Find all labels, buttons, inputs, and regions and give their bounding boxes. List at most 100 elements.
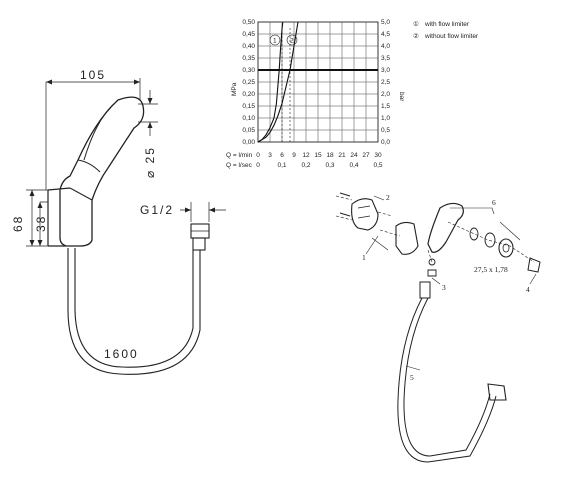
x-tick-lsec: 0,2 (301, 162, 310, 169)
handset-outline (59, 96, 145, 247)
y-tick-right: 2,0 (381, 91, 390, 98)
y-tick-right: 0,5 (381, 127, 390, 134)
y-tick-right: 4,5 (381, 31, 390, 38)
holder (395, 221, 419, 255)
hose-connector-top (419, 281, 431, 299)
x-tick-lmin: 21 (338, 152, 346, 159)
hose-ferrule (192, 237, 206, 251)
handset-inner-line (83, 103, 115, 161)
chart-legend: ① with flow limiter ② without flow limit… (413, 20, 479, 40)
part-label-5: 5 (410, 373, 414, 382)
y-tick-right: 4,0 (381, 43, 390, 50)
leader-lines (365, 195, 537, 371)
legend-marker-2: ② (413, 32, 419, 40)
part-label-4: 4 (526, 285, 530, 294)
x-tick-lsec: 0,3 (325, 162, 334, 169)
dim-105-label: 105 (80, 68, 106, 82)
y-tick-left: 0,35 (242, 55, 255, 62)
x-tick-lmin: 18 (326, 152, 334, 159)
screws (339, 192, 351, 217)
y-tick-left: 0,00 (242, 139, 255, 146)
hose-part-inner (403, 297, 491, 457)
y-label-left: MPa (231, 82, 238, 96)
flow-limiter (527, 257, 541, 273)
wall-holder-outline (47, 187, 71, 247)
x-tick-lsec: 0,4 (349, 162, 358, 169)
handset-part (427, 202, 464, 253)
hose-outer (67, 248, 201, 375)
x-ticks-lmin: 0 3 6 9 12 15 18 21 24 27 30 (256, 152, 382, 159)
hose-inner (74, 248, 194, 368)
y-tick-left: 0,45 (242, 31, 255, 38)
handset-joint-line (69, 159, 101, 201)
y-tick-right: 0,0 (381, 139, 390, 146)
oring-size-label: 27,5 x 1,78 (474, 265, 508, 274)
flow-chart: 0,500,450,400,350,300,250,200,150,100,05… (226, 19, 479, 169)
legend-label-2: without flow limiter (424, 33, 479, 40)
x-tick-lmin: 24 (350, 152, 358, 159)
y-tick-left: 0,20 (242, 91, 255, 98)
series-1-marker-circle (269, 34, 281, 46)
y-tick-right: 2,5 (381, 79, 390, 86)
x-tick-lmin: 0 (256, 152, 260, 159)
legend-marker-1: ① (413, 20, 419, 28)
dim-g12-lines (180, 202, 226, 222)
x-tick-lmin: 12 (302, 152, 310, 159)
x-tick-lsec: 0 (256, 162, 260, 169)
x-label-lsec: Q = l/sec (226, 162, 253, 169)
chart-grid (257, 21, 379, 143)
y-tick-left: 0,25 (242, 79, 255, 86)
y-ticks-left: 0,50 0,45 0,40 0,35 0,30 0,25 0,20 0,15 0,10 0,05… (242, 19, 255, 146)
dim-1600-label: 1600 (104, 347, 139, 361)
y-tick-left: 0,50 (242, 19, 255, 26)
dim-25-label: ⌀ 25 (143, 146, 157, 178)
dim-105-lines (45, 78, 141, 190)
x-tick-lmin: 6 (280, 152, 284, 159)
series-line-1 (257, 21, 284, 143)
ring-3 (498, 238, 514, 258)
part-label-3: 3 (442, 283, 446, 292)
y-tick-right: 1,5 (381, 103, 390, 110)
series-2-marker-number: 2 (290, 38, 294, 45)
y-label-right: bar (398, 92, 405, 102)
y-tick-left: 0,40 (242, 43, 255, 50)
dim-38-label: 38 (34, 215, 48, 232)
y-tick-right: 5,0 (381, 19, 390, 26)
y-tick-left: 0,30 (242, 67, 255, 74)
wall-bracket (351, 198, 379, 231)
exploded-parts-view: 2 1 3 4 5 6 27,5 x 1,78 (335, 192, 541, 463)
part-label-6: 6 (492, 198, 496, 207)
chart-series (257, 21, 299, 143)
part-label-1: 1 (362, 253, 366, 262)
y-tick-right: 1,0 (381, 115, 390, 122)
y-tick-right: 3,0 (381, 67, 390, 74)
washer (428, 258, 436, 266)
dim-68-label: 68 (11, 215, 25, 232)
x-tick-lmin: 9 (292, 152, 296, 159)
series-2-marker-circle (286, 34, 298, 46)
legend-label-1: with flow limiter (424, 21, 470, 28)
assembly-guides (335, 195, 535, 263)
x-tick-lmin: 30 (374, 152, 382, 159)
x-tick-lmin: 15 (314, 152, 322, 159)
dim-25-lines (138, 90, 158, 136)
hose-nut-part (487, 383, 507, 401)
part-label-2: 2 (386, 193, 390, 202)
x-tick-lmin: 3 (268, 152, 272, 159)
y-tick-left: 0,15 (242, 103, 255, 110)
y-tick-left: 0,10 (242, 115, 255, 122)
y-tick-left: 0,05 (242, 127, 255, 134)
y-ticks-right: 5,0 4,5 4,0 3,5 3,0 2,5 2,0 1,5 1,0 0,5 0,0 (381, 19, 390, 146)
x-tick-lsec: 0,1 (277, 162, 286, 169)
y-tick-right: 3,5 (381, 55, 390, 62)
series-1-marker-number: 1 (273, 38, 277, 45)
hose-part-outer (397, 297, 497, 463)
ring-2 (484, 232, 496, 248)
ring-1 (469, 227, 479, 241)
dim-g12-label: G1/2 (140, 203, 174, 217)
dim-68-38-lines (26, 189, 48, 247)
dimension-drawing: 105 ⌀ 25 68 38 G1/2 1600 (11, 68, 226, 375)
x-tick-lmin: 27 (362, 152, 370, 159)
